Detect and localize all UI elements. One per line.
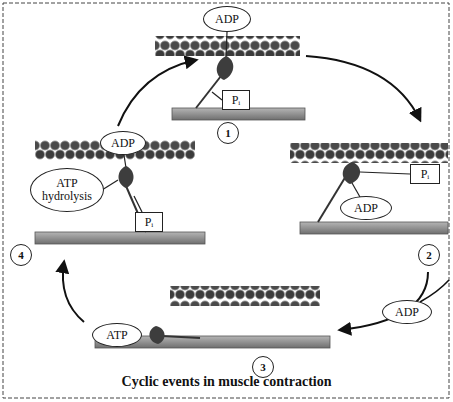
callout-number: 1 bbox=[225, 127, 231, 140]
text-stack: ATP bbox=[106, 329, 127, 342]
molecule-oval: ADP bbox=[100, 131, 146, 155]
text-stack: ATP hydrolysis bbox=[31, 177, 103, 203]
myosin-head bbox=[119, 166, 134, 188]
text-stack: 3 bbox=[260, 361, 266, 374]
myosin-head bbox=[343, 162, 360, 184]
leader-line bbox=[212, 92, 222, 100]
text-stack: ADP bbox=[395, 306, 419, 319]
callout-number: 4 bbox=[18, 249, 24, 262]
molecule-oval: ADP bbox=[340, 196, 392, 220]
step-number: 2 bbox=[418, 244, 440, 266]
thick-filament bbox=[35, 232, 205, 244]
myosin-head bbox=[217, 56, 234, 80]
release-arrow bbox=[420, 280, 449, 302]
myosin-neck bbox=[162, 336, 200, 338]
step-number: 4 bbox=[10, 244, 32, 266]
text-stack: ADP bbox=[354, 202, 378, 215]
text-stack: ADP bbox=[111, 137, 135, 150]
text-stack: 4 bbox=[18, 249, 24, 262]
molecule-label: ADP bbox=[354, 202, 378, 215]
phosphate-box: Pᵢ bbox=[135, 212, 163, 232]
phosphate-box: Pᵢ bbox=[222, 90, 250, 110]
callout-number: 3 bbox=[260, 361, 266, 374]
cycle-arrow bbox=[306, 56, 420, 120]
leader-line bbox=[360, 172, 410, 174]
molecule-oval: ATP hydrolysis bbox=[30, 168, 104, 212]
text-stack: Pᵢ bbox=[421, 168, 430, 181]
myosin-neck bbox=[196, 76, 221, 108]
molecule-label: Pᵢ bbox=[145, 216, 154, 229]
actin-filament bbox=[290, 143, 448, 163]
callout-number: 2 bbox=[426, 249, 432, 262]
actin-filament bbox=[170, 286, 320, 306]
cycle-arrow bbox=[63, 262, 84, 322]
molecule-oval: ADP bbox=[382, 300, 432, 324]
molecule-label: ATP bbox=[106, 329, 127, 342]
text-stack: ADP bbox=[215, 13, 239, 26]
phosphate-box: Pᵢ bbox=[410, 164, 440, 184]
molecule-label: Pᵢ bbox=[232, 94, 241, 107]
molecule-label: Pᵢ bbox=[421, 168, 430, 181]
text-stack: Pᵢ bbox=[232, 94, 241, 107]
thick-filament bbox=[300, 222, 448, 234]
myosin-neck bbox=[318, 176, 346, 222]
molecule-label: ADP bbox=[111, 137, 135, 150]
molecule-oval: ATP bbox=[92, 323, 142, 347]
molecule-label: ADP bbox=[395, 306, 419, 319]
molecule-oval: ADP bbox=[203, 6, 251, 32]
text-stack: Pᵢ bbox=[145, 216, 154, 229]
dashed-border bbox=[3, 3, 449, 398]
molecule-label: ADP bbox=[215, 13, 239, 26]
leader-line bbox=[134, 196, 142, 212]
step-number: 1 bbox=[217, 122, 239, 144]
leader-line bbox=[102, 180, 118, 190]
actin-filament bbox=[155, 36, 300, 56]
molecule-label: ATP hydrolysis bbox=[31, 177, 103, 203]
text-stack: 2 bbox=[426, 249, 432, 262]
leader-line bbox=[226, 32, 227, 58]
leader-line bbox=[352, 183, 360, 197]
figure-caption: Cyclic events in muscle contraction bbox=[0, 374, 453, 390]
cycle-arrow bbox=[118, 60, 196, 126]
leader-line bbox=[124, 155, 126, 168]
myosin-head bbox=[149, 326, 164, 344]
text-stack: 1 bbox=[225, 127, 231, 140]
